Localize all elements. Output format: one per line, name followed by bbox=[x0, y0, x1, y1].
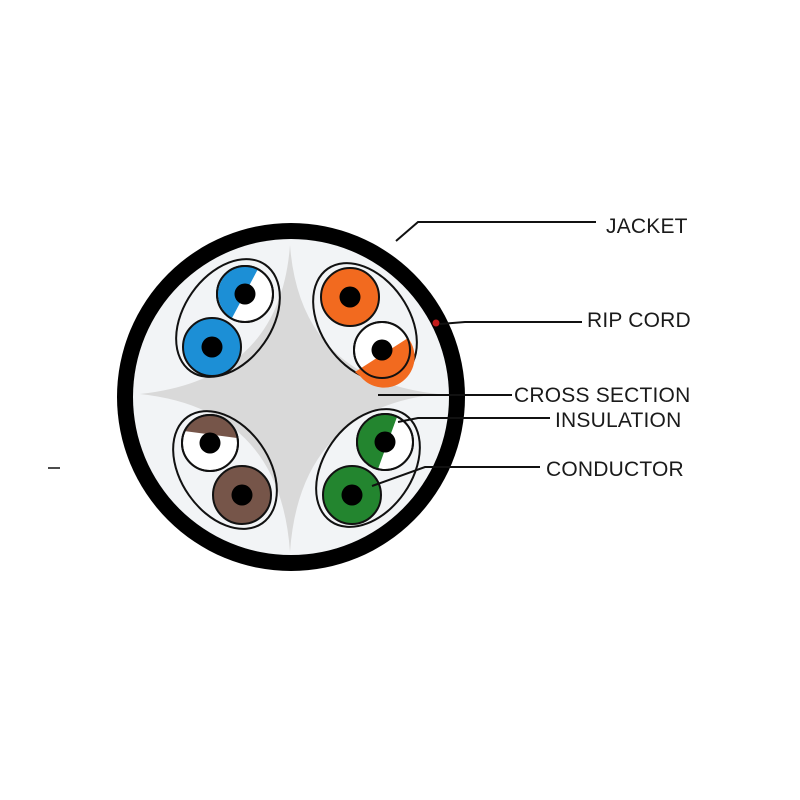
wire-brown bbox=[212, 465, 272, 525]
conductor-brown bbox=[231, 484, 253, 506]
wire-green-white bbox=[356, 413, 414, 471]
twisted-pair-brown bbox=[172, 410, 278, 530]
wire-orange-white bbox=[353, 321, 415, 388]
twisted-pair-orange bbox=[312, 262, 418, 388]
leader-jacket bbox=[395, 221, 596, 242]
conductor-blue-white bbox=[234, 283, 256, 305]
pair-wrap-brown bbox=[172, 410, 278, 530]
label-rip-cord: RIP CORD bbox=[587, 309, 691, 332]
rip-cord-dot bbox=[432, 319, 440, 327]
wire-blue bbox=[182, 317, 242, 377]
wire-orange bbox=[320, 267, 380, 327]
leader-conductor bbox=[371, 466, 540, 487]
twisted-pair-green bbox=[315, 408, 421, 528]
label-insulation: INSULATION bbox=[555, 409, 682, 432]
conductor-orange-white bbox=[371, 339, 393, 361]
conductor-orange bbox=[339, 286, 361, 308]
conductor-green bbox=[341, 484, 363, 506]
wire-brown-white bbox=[181, 414, 239, 472]
label-jacket: JACKET bbox=[606, 215, 688, 238]
conductor-brown-white bbox=[199, 432, 221, 454]
twisted-pair-blue bbox=[175, 258, 281, 378]
wire-blue-white bbox=[216, 265, 274, 323]
conductor-blue bbox=[201, 336, 223, 358]
leader-lines bbox=[48, 221, 596, 487]
leader-rip-cord bbox=[439, 321, 582, 325]
pair-wrap-green bbox=[315, 408, 421, 528]
cross-spline bbox=[140, 245, 438, 552]
pair-wrap-blue bbox=[175, 258, 281, 378]
leader-insulation bbox=[397, 417, 550, 423]
label-conductor: CONDUCTOR bbox=[546, 458, 684, 481]
conductor-green-white bbox=[374, 431, 396, 453]
label-cross-section: CROSS SECTION bbox=[514, 384, 691, 407]
wire-green bbox=[322, 465, 382, 525]
